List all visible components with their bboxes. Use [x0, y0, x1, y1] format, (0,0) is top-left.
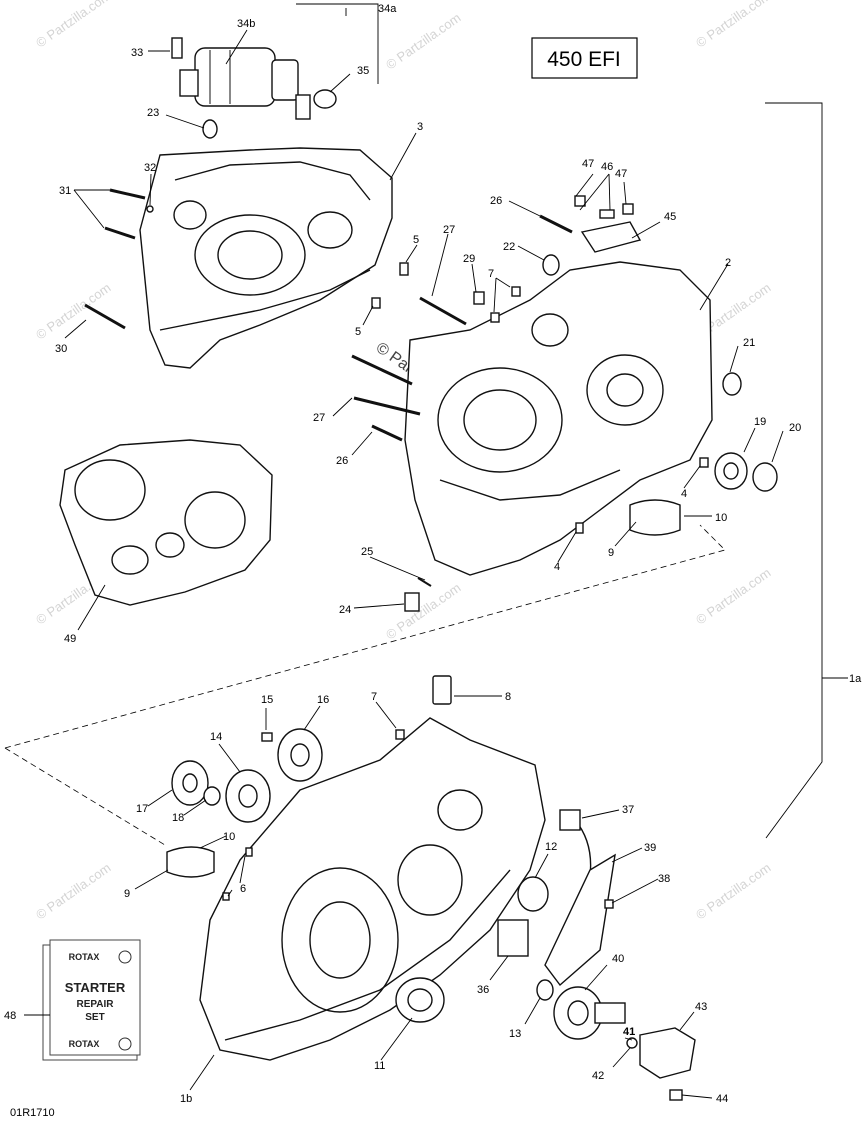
callout: 7	[371, 691, 377, 703]
callout-labels: 34a 34b 33 35 23 3 32 31 30 47 46 47 45 …	[4, 3, 862, 1105]
callout: 46	[601, 161, 613, 173]
starter-repair-set-card: ROTAX STARTER REPAIR SET ROTAX	[42, 939, 141, 1061]
watermark: © Partzilla.com	[33, 280, 113, 343]
engine-assembly-49	[59, 439, 273, 606]
callout: 2	[725, 257, 731, 269]
diagram-code: 01R1710	[10, 1107, 55, 1119]
callout: 40	[612, 953, 624, 965]
callout: 27	[443, 224, 455, 236]
crankcase-1b	[199, 717, 546, 1061]
callout: 41	[623, 1026, 635, 1038]
callout: 30	[55, 343, 67, 355]
callout: 13	[509, 1028, 521, 1040]
seal	[202, 119, 218, 139]
callout: 43	[695, 1001, 707, 1013]
kit-brand-top: ROTAX	[69, 952, 100, 962]
callout: 42	[592, 1070, 604, 1082]
crankcase-3	[139, 147, 393, 369]
callout: 1b	[180, 1093, 192, 1105]
callout: 6	[240, 883, 246, 895]
callout: 5	[413, 234, 419, 246]
callout: 32	[144, 162, 156, 174]
callout: 8	[505, 691, 511, 703]
kit-brand-bottom: ROTAX	[69, 1039, 100, 1049]
watermark: © Partzilla.com	[693, 0, 773, 50]
starter-motor	[179, 47, 311, 120]
callout: 9	[124, 888, 130, 900]
model-label: 450 EFI	[547, 48, 621, 71]
watermark: © Partzilla.com	[33, 860, 113, 923]
o-ring	[313, 89, 337, 109]
callout: 47	[582, 158, 594, 170]
bracket-1a	[765, 102, 823, 839]
watermark: © Partzilla.com	[693, 565, 773, 628]
callout: 7	[488, 268, 494, 280]
kit-line2: REPAIR	[76, 999, 114, 1010]
callout: 20	[789, 422, 801, 434]
callout: 37	[622, 804, 634, 816]
callout: 34b	[237, 18, 255, 30]
callout: 16	[317, 694, 329, 706]
dashed-divider	[4, 524, 726, 749]
callout: 47	[615, 168, 627, 180]
callout: 39	[644, 842, 656, 854]
callout: 26	[336, 455, 348, 467]
bolt	[171, 37, 183, 59]
callout: 29	[463, 253, 475, 265]
callout: 5	[355, 326, 361, 338]
watermark: © Partzilla.com	[33, 0, 113, 50]
callout: 26	[490, 195, 502, 207]
callout: 48	[4, 1010, 16, 1022]
callout: 14	[210, 731, 222, 743]
callout: 3	[417, 121, 423, 133]
callout: 44	[716, 1093, 728, 1105]
callout: 18	[172, 812, 184, 824]
callout: 35	[357, 65, 369, 77]
callout: 33	[131, 47, 143, 59]
callout: 38	[658, 873, 670, 885]
kit-line1: STARTER	[65, 980, 126, 995]
watermark: © Partzilla.com	[693, 860, 773, 923]
callout: 19	[754, 416, 766, 428]
callout: 4	[681, 488, 687, 500]
kit-line3: SET	[85, 1012, 104, 1023]
callout: 34a	[378, 3, 397, 15]
callout: 45	[664, 211, 676, 223]
callout: 31	[59, 185, 71, 197]
callout: 9	[608, 547, 614, 559]
crankcase-2	[404, 261, 713, 576]
callout: 36	[477, 984, 489, 996]
watermark: © Partzilla.com	[383, 10, 463, 73]
callout: 22	[503, 241, 515, 253]
callout: 17	[136, 803, 148, 815]
callout: 27	[313, 412, 325, 424]
callout: 25	[361, 546, 373, 558]
callout: 24	[339, 604, 351, 616]
callout: 4	[554, 561, 560, 573]
callout: 10	[223, 831, 235, 843]
callout: 11	[374, 1060, 385, 1072]
callout: 10	[715, 512, 727, 524]
callout: 23	[147, 107, 159, 119]
callout: 12	[545, 841, 557, 853]
callout: 15	[261, 694, 273, 706]
callout: 49	[64, 633, 76, 645]
model-label-box	[531, 37, 638, 79]
leader-lines	[24, 8, 784, 1099]
callout: 21	[743, 337, 755, 349]
callout: 1a	[849, 673, 862, 685]
